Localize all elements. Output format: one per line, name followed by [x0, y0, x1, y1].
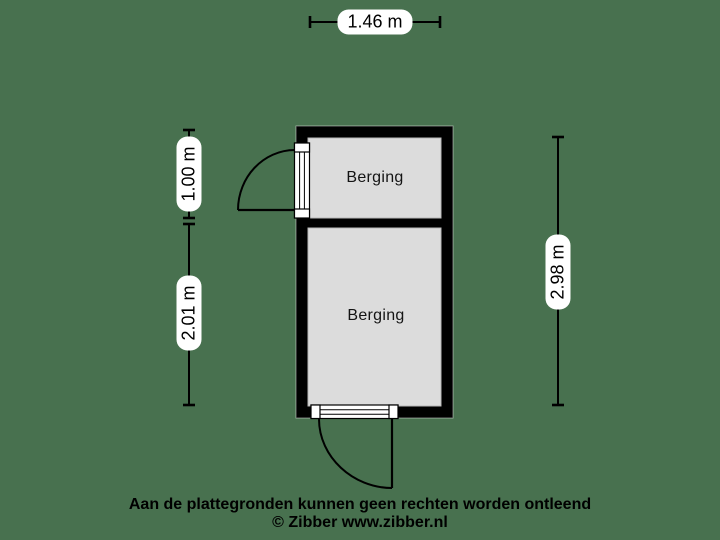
dimension-label-left-upper: 1.00 m	[176, 136, 202, 212]
dimension-label-left-lower: 2.01 m	[176, 275, 202, 351]
dimension-label-right: 2.98 m	[545, 234, 571, 310]
room-label-berging-bottom: Berging	[347, 307, 405, 324]
left-door-swing-arc	[237, 149, 296, 211]
left-door-jamb-bottom	[293, 208, 311, 219]
copyright-text: © Zibber www.zibber.nl	[272, 514, 448, 531]
bottom-door-jamb-left	[310, 404, 321, 420]
dimension-label-top: 1.46 m	[337, 9, 413, 35]
bottom-door-jamb-right	[388, 404, 399, 420]
disclaimer-text: Aan de plattegronden kunnen geen rechten…	[128, 496, 592, 513]
bottom-door-frame-body	[310, 404, 399, 420]
bottom-door-frame	[310, 404, 399, 420]
left-door-frame	[293, 142, 311, 219]
left-door-frame-body	[293, 142, 311, 219]
room-label-berging-top: Berging	[346, 169, 404, 186]
room-berging-bottom	[307, 227, 442, 407]
bottom-door-swing-arc	[318, 418, 393, 489]
room-berging-top	[307, 137, 442, 219]
left-door-jamb-top	[293, 142, 311, 153]
